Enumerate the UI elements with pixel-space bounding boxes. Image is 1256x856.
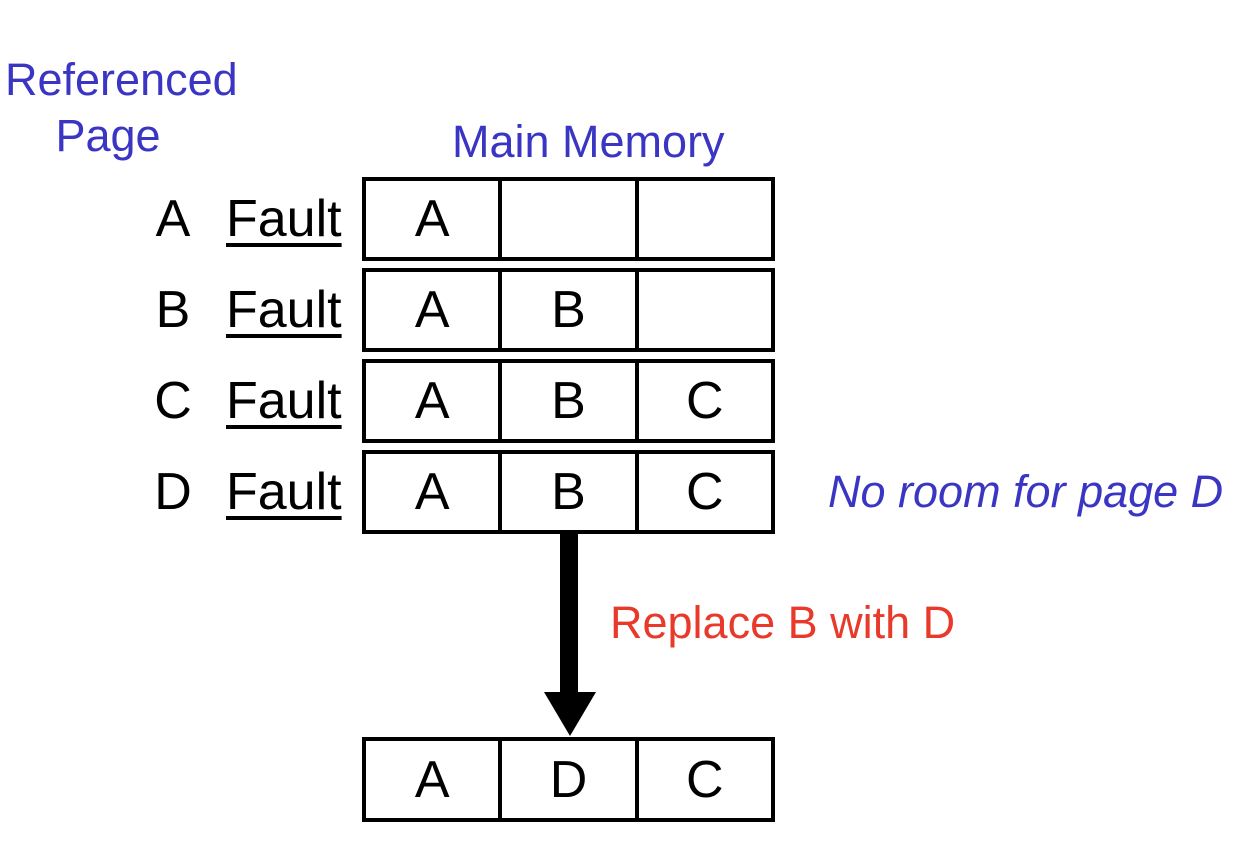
referenced-page-letter: A xyxy=(155,190,191,248)
referenced-page-letter: D xyxy=(154,463,192,521)
row-label-a: A Fault xyxy=(150,177,342,261)
replace-arrow-icon xyxy=(544,532,596,736)
memory-cell xyxy=(502,181,639,257)
memory-cell: C xyxy=(686,750,724,809)
memory-row-1: A xyxy=(362,177,775,261)
fault-label: Fault xyxy=(226,190,342,248)
memory-cell: A xyxy=(366,363,503,439)
memory-row-3: A B C xyxy=(362,359,775,443)
memory-cell: D xyxy=(502,741,639,818)
result-memory-row: A D C xyxy=(362,737,775,822)
referenced-page-heading: Referenced Page xyxy=(5,52,238,164)
memory-cell: A xyxy=(366,741,503,818)
referenced-page-heading-line1: Referenced xyxy=(5,54,238,105)
referenced-page-letter: C xyxy=(154,372,192,430)
memory-cell xyxy=(639,181,771,257)
referenced-page-letter: B xyxy=(155,281,191,339)
memory-cell: C xyxy=(686,372,724,430)
main-memory-heading: Main Memory xyxy=(452,116,725,167)
fault-label: Fault xyxy=(226,372,342,430)
memory-cell: B xyxy=(502,363,639,439)
memory-cell: B xyxy=(502,454,639,530)
memory-cell: A xyxy=(366,454,503,530)
row-label-d: D Fault xyxy=(150,450,342,534)
memory-cell: A xyxy=(366,272,503,348)
memory-cell: C xyxy=(686,463,724,521)
memory-row-2: A B xyxy=(362,268,775,352)
memory-cell xyxy=(639,272,771,348)
no-room-annotation: No room for page D xyxy=(828,466,1224,517)
memory-cell: B xyxy=(502,272,639,348)
row-label-b: B Fault xyxy=(150,268,342,352)
memory-cell: A xyxy=(366,181,503,257)
memory-row-4: A B C xyxy=(362,450,775,534)
row-label-c: C Fault xyxy=(150,359,342,443)
replace-annotation: Replace B with D xyxy=(610,597,956,648)
fault-label: Fault xyxy=(226,463,342,521)
fault-label: Fault xyxy=(226,281,342,339)
referenced-page-heading-line2: Page xyxy=(55,110,161,161)
